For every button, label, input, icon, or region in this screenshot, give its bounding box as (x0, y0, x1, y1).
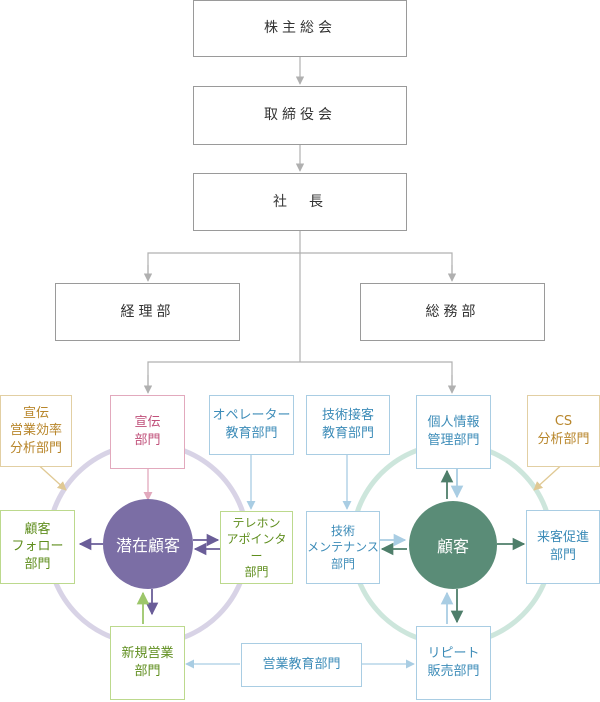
customer-label: 顧客 (436, 537, 469, 556)
customer-circle: 顧客 (409, 501, 497, 589)
president-box: 社 長 (193, 173, 407, 231)
new-sales-box: 新規営業 部門 (110, 626, 185, 700)
customer-follow-box: 顧客 フォロー 部門 (0, 510, 75, 584)
potential-customer-circle: 潜在顧客 (103, 499, 193, 589)
cs-analysis-box: CS 分析部門 (527, 395, 600, 467)
pr-dept-box: 宣伝 部門 (110, 395, 185, 469)
sales-training-box: 営業教育部門 (241, 643, 362, 687)
telephone-appointer-box: テレホン アポインター 部門 (220, 511, 293, 584)
personal-info-management-box: 個人情報 管理部門 (416, 395, 491, 469)
visit-promotion-box: 来客促進 部門 (526, 510, 600, 584)
repeat-sales-box: リピート 販売部門 (416, 626, 491, 700)
operator-training-box: オペレーター 教育部門 (209, 395, 294, 455)
tech-service-training-box: 技術接客 教育部門 (306, 395, 390, 455)
potential-customer-label: 潜在顧客 (115, 536, 180, 555)
general-affairs-dept-box: 総務部 (360, 283, 545, 341)
accounting-dept-box: 経理部 (55, 283, 240, 341)
tech-maintenance-box: 技術 メンテナンス 部門 (306, 511, 380, 584)
board-of-directors-box: 取締役会 (193, 86, 407, 145)
shareholders-meeting-box: 株主総会 (193, 0, 407, 57)
pr-efficiency-analysis-box: 宣伝 営業効率 分析部門 (0, 395, 72, 467)
org-connectors (143, 57, 457, 394)
